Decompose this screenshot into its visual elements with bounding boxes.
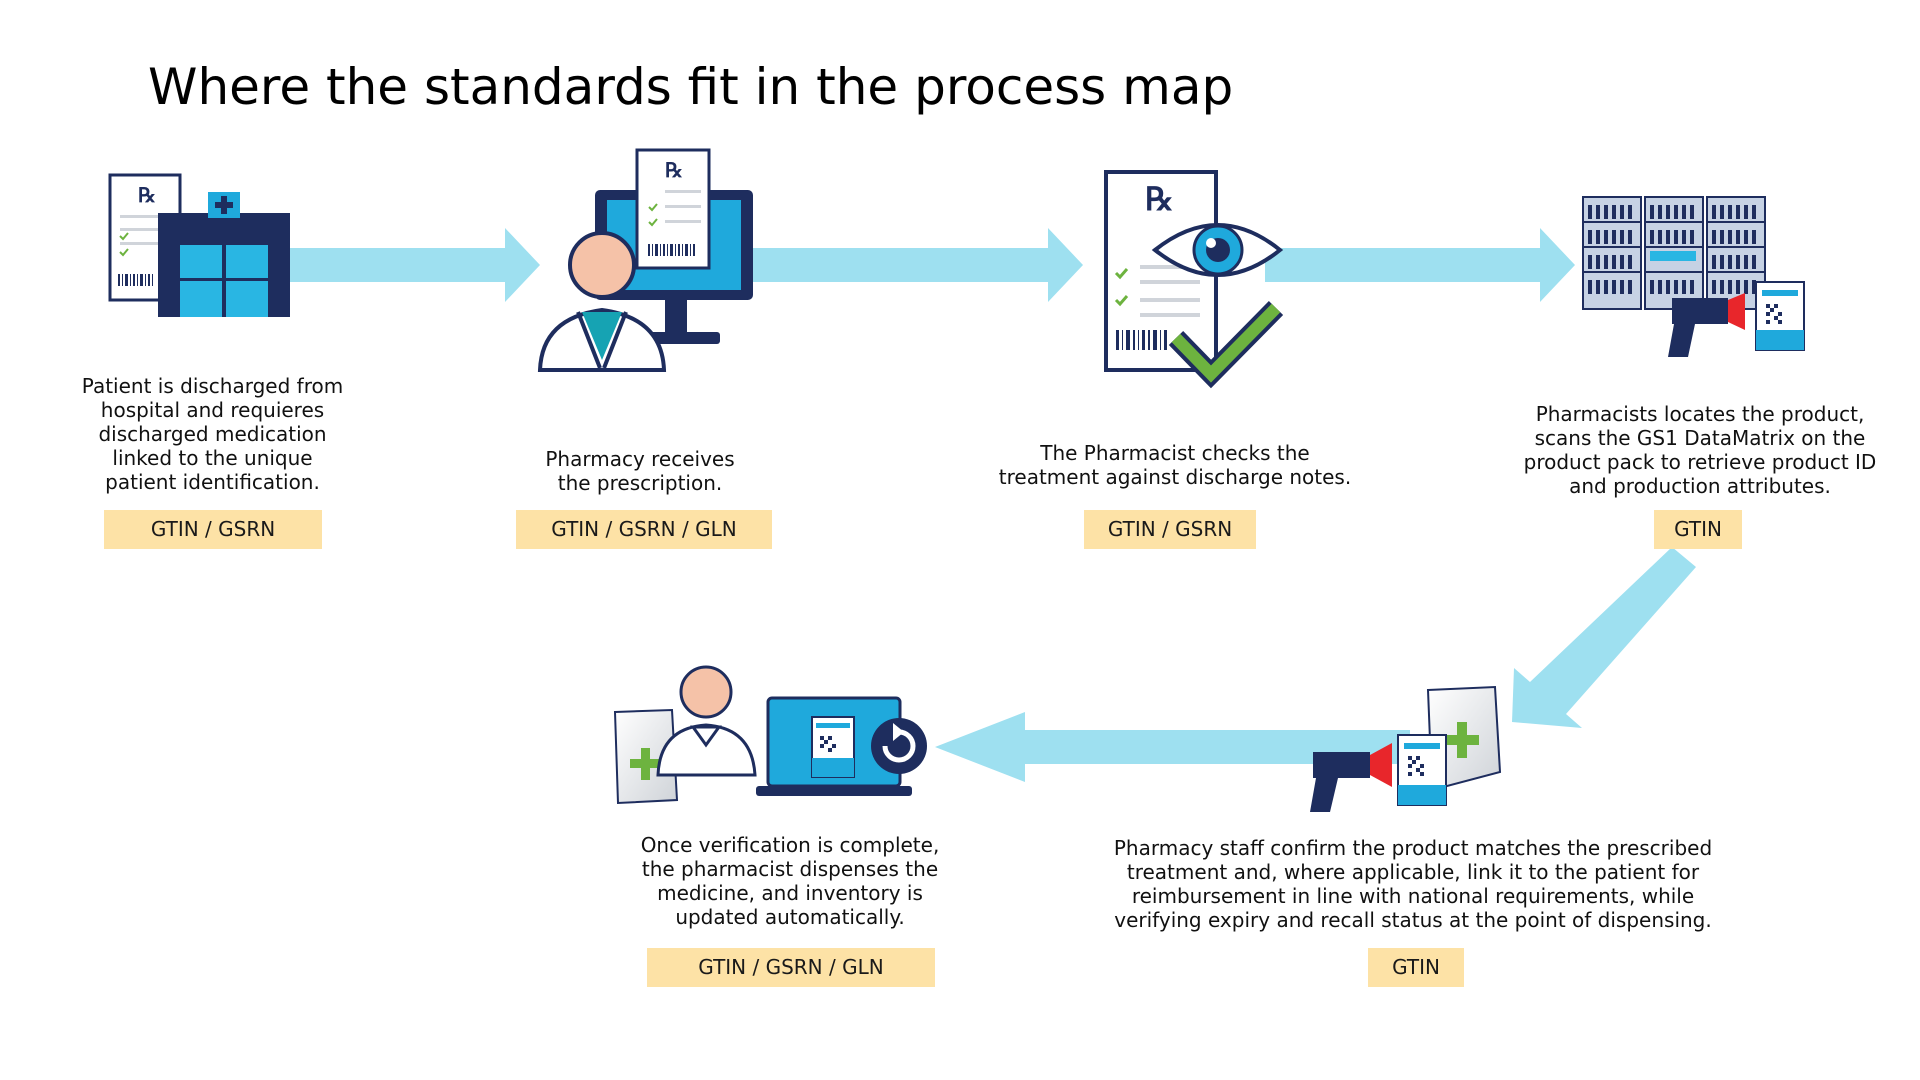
hospital-prescription-icon: ℞	[108, 173, 290, 317]
step-2-description: Pharmacy receives the prescription.	[545, 447, 735, 495]
step-4-standards-badge: GTIN	[1654, 510, 1742, 549]
pharmacist-computer-icon: ℞	[537, 148, 753, 372]
step-3-description: The Pharmacist checks the treatment agai…	[998, 441, 1352, 489]
scanner-medicine-icon	[1310, 685, 1502, 812]
svg-text:℞: ℞	[138, 183, 156, 207]
step-6-description: Once verification is complete, the pharm…	[640, 833, 940, 929]
step-1-standards-badge: GTIN / GSRN	[104, 510, 322, 549]
step-2-standards-badge: GTIN / GSRN / GLN	[516, 510, 772, 549]
svg-text:℞: ℞	[1145, 180, 1174, 218]
dispense-inventory-icon	[613, 665, 927, 805]
step-4-description: Pharmacists locates the product, scans t…	[1523, 402, 1877, 498]
step-6-standards-badge: GTIN / GSRN / GLN	[647, 948, 935, 987]
shelves-scanner-icon	[1582, 196, 1805, 357]
flow-arrow-3-4	[1265, 228, 1575, 302]
step-1-description: Patient is discharged from hospital and …	[81, 374, 344, 494]
flow-arrow-1-2	[290, 228, 540, 302]
flow-arrow-2-3	[750, 228, 1083, 302]
step-5-description: Pharmacy staff confirm the product match…	[1113, 836, 1713, 932]
step-3-standards-badge: GTIN / GSRN	[1084, 510, 1256, 549]
prescription-check-icon: ℞	[1104, 170, 1284, 389]
step-5-standards-badge: GTIN	[1368, 948, 1464, 987]
page-title: Where the standards fit in the process m…	[148, 58, 1234, 116]
flow-arrow-4-5	[1512, 547, 1696, 728]
flow-arrow-5-6	[935, 712, 1410, 782]
svg-text:℞: ℞	[665, 158, 683, 182]
